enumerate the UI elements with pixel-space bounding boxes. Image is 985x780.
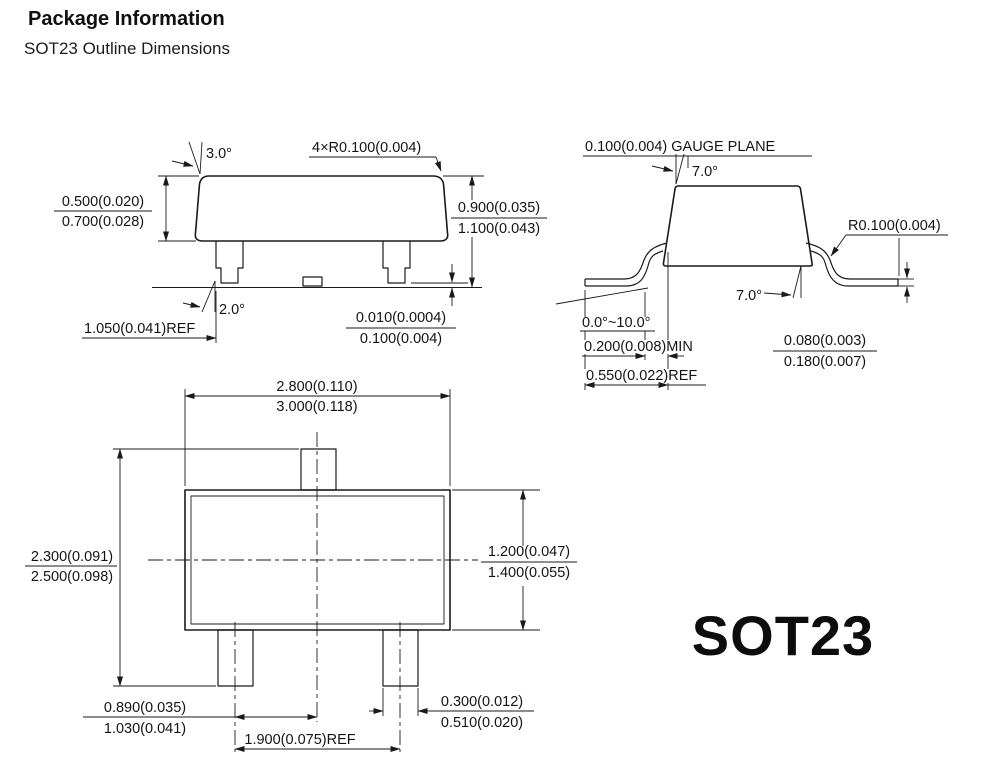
- plan-overall-width-min: 2.300(0.091): [31, 549, 113, 565]
- plan-body-inner-line: [190, 495, 445, 625]
- front-lead-angle-label: 2.0°: [219, 302, 245, 318]
- side-body-outline: [662, 185, 814, 267]
- label-backing: [582, 340, 708, 354]
- front-lead-angle-marker: [182, 280, 216, 313]
- page-subtitle: SOT23 Outline Dimensions: [24, 39, 230, 58]
- plan-overall-width-dim: [25, 448, 299, 687]
- plan-lead-width-dim: [369, 688, 534, 716]
- label-backing: [579, 317, 657, 331]
- front-radius-label: 4×R0.100(0.004): [312, 140, 421, 156]
- front-body-edge-min: 0.500(0.020): [62, 194, 144, 210]
- front-body-height-dim: [443, 175, 547, 288]
- front-view: 3.0° 4×R0.100(0.004) 0.500(0.020) 0.700(…: [54, 140, 547, 347]
- plan-lead-pitch-max: 1.030(0.041): [104, 721, 186, 737]
- front-draft-angle-marker: [171, 141, 203, 175]
- front-body-height-max: 1.100(0.043): [458, 221, 540, 237]
- side-lead-thickness-max: 0.180(0.007): [784, 354, 866, 370]
- side-lead-thickness-dim: [773, 262, 914, 352]
- side-bend-radius-label: R0.100(0.004): [848, 218, 941, 234]
- plan-top-lead: [300, 448, 337, 491]
- front-standoff-max: 0.100(0.004): [360, 331, 442, 347]
- front-left-lead: [215, 241, 244, 284]
- side-lead-thickness-min: 0.080(0.003): [784, 333, 866, 349]
- side-foot-angle-label: 0.0°~10.0°: [582, 315, 650, 331]
- front-radius-leader: [309, 156, 442, 172]
- plan-bottom-right-lead: [382, 629, 419, 687]
- front-lead-ref-dim: [82, 291, 217, 343]
- side-gauge-plane-dim: [583, 155, 812, 168]
- front-standoff-min: 0.010(0.0004): [356, 310, 446, 326]
- side-bend-radius-dim: [830, 234, 948, 276]
- package-name-label: SOT23: [692, 604, 874, 667]
- front-draft-angle-label: 3.0°: [206, 146, 232, 162]
- plan-body-width-min: 1.200(0.047): [488, 544, 570, 560]
- label-backing: [582, 369, 708, 383]
- page-title: Package Information: [28, 8, 225, 30]
- side-right-lead: [805, 242, 899, 287]
- side-left-lead: [584, 242, 668, 287]
- plan-body-length-dim: [184, 389, 451, 486]
- plan-overall-width-max: 2.500(0.098): [31, 569, 113, 585]
- side-top-angle-marker: [651, 153, 685, 185]
- side-body-angle-marker: [763, 265, 802, 299]
- plan-lead-pitch-min: 0.890(0.035): [104, 700, 186, 716]
- front-body-outline: [194, 175, 449, 242]
- front-right-lead: [382, 241, 411, 284]
- front-body-height-min: 0.900(0.035): [458, 200, 540, 216]
- plan-lead-width-min: 0.300(0.012): [441, 694, 523, 710]
- front-center-lead-tip: [302, 276, 323, 287]
- plan-body-width-dim: [452, 489, 577, 631]
- side-view: 0.100(0.004) GAUGE PLANE 7.0° R0.100(0.0…: [555, 139, 948, 390]
- plan-lead-width-max: 0.510(0.020): [441, 715, 523, 731]
- side-gauge-plane-label: 0.100(0.004) GAUGE PLANE: [585, 139, 776, 155]
- plan-body-width-max: 1.400(0.055): [488, 565, 570, 581]
- side-lead-length-label: 0.550(0.022)REF: [586, 368, 697, 384]
- front-lead-ref-label: 1.050(0.041)REF: [84, 321, 195, 337]
- side-top-angle-label: 7.0°: [692, 164, 718, 180]
- plan-body-length-max: 3.000(0.118): [276, 399, 357, 415]
- side-foot-length-label: 0.200(0.008)MIN: [584, 339, 693, 355]
- side-body-angle-label: 7.0°: [736, 288, 762, 304]
- plan-bottom-left-lead: [217, 629, 254, 687]
- top-view: 2.800(0.110) 3.000(0.118) 2.300(0.091) 2…: [25, 379, 577, 752]
- front-body-edge-dim: [54, 175, 199, 242]
- front-standoff-dim: [346, 264, 468, 329]
- plan-body-length-min: 2.800(0.110): [276, 379, 357, 395]
- plan-outer-pitch-label: 1.900(0.075)REF: [244, 732, 355, 748]
- centerlines: [148, 432, 478, 752]
- front-body-edge-max: 0.700(0.028): [62, 214, 144, 230]
